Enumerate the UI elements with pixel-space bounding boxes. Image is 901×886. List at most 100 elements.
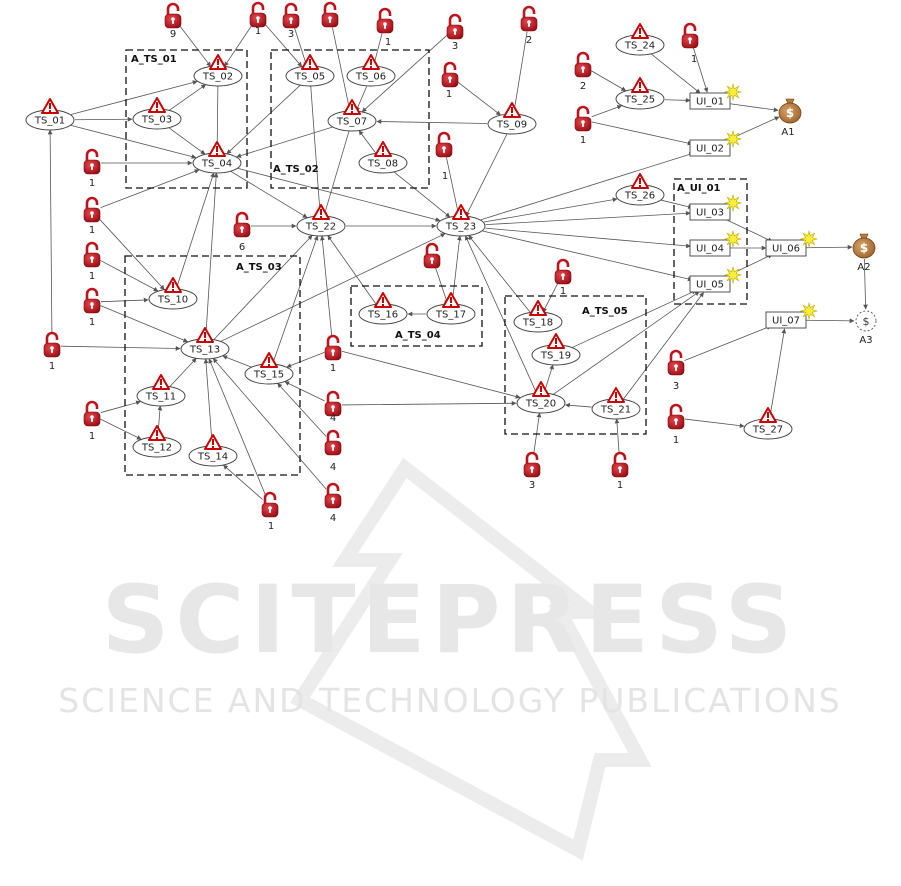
unlocked-padlock-l4b[interactable]: 4 bbox=[324, 429, 342, 473]
threat-node-ts_05[interactable]: TS_05 bbox=[285, 54, 335, 87]
unlocked-padlock-l9[interactable]: 9 bbox=[164, 2, 182, 40]
edge-TS_15-TS_22 bbox=[272, 235, 319, 365]
unlocked-padlock-l1h[interactable]: 1 bbox=[83, 241, 101, 282]
threat-node-ts_19[interactable]: TS_19 bbox=[531, 333, 581, 366]
unlocked-padlock-l1g[interactable]: 1 bbox=[83, 196, 101, 236]
unlocked-padlock-l1o[interactable]: 1 bbox=[554, 258, 572, 297]
unlocked-padlock-l1i[interactable]: 1 bbox=[83, 287, 101, 328]
threat-node-ts_23[interactable]: TS_23 bbox=[436, 204, 486, 237]
node-label: TS_06 bbox=[355, 72, 386, 83]
edge-TS_01-TS_04 bbox=[70, 125, 197, 159]
unlocked-padlock-l4a[interactable]: 4 bbox=[324, 390, 342, 424]
padlock-icon bbox=[324, 429, 342, 456]
edge-TS_07-TS_04 bbox=[236, 126, 333, 158]
group-box-a_ui_01 bbox=[673, 178, 748, 305]
threat-node-ts_04[interactable]: TS_04 bbox=[192, 141, 242, 174]
asset-a2[interactable]: $A2 bbox=[852, 233, 876, 273]
padlock-icon bbox=[423, 242, 441, 269]
unlocked-padlock-l1a[interactable]: 1 bbox=[249, 1, 267, 37]
threat-node-ts_21[interactable]: TS_21 bbox=[591, 387, 641, 420]
threat-node-ts_11[interactable]: TS_11 bbox=[136, 374, 186, 407]
unlocked-padlock-l2b[interactable]: 2 bbox=[574, 51, 592, 92]
node-label: UI_03 bbox=[696, 208, 724, 219]
threat-node-ts_10[interactable]: TS_10 bbox=[148, 277, 198, 310]
impact-node-ui_01[interactable]: UI_01 bbox=[689, 82, 743, 110]
threat-node-ts_18[interactable]: TS_18 bbox=[513, 300, 563, 333]
edge-TS_01-TS_03 bbox=[74, 116, 133, 122]
unlocked-padlock-l1p[interactable]: 1 bbox=[611, 451, 629, 491]
threat-node-ts_03[interactable]: TS_03 bbox=[132, 97, 182, 130]
threat-node-ts_06[interactable]: TS_06 bbox=[346, 54, 396, 87]
padlock-icon bbox=[574, 51, 592, 78]
threat-node-ts_01[interactable]: TS_01 bbox=[25, 98, 75, 131]
threat-node-ts_13[interactable]: TS_13 bbox=[180, 327, 230, 360]
threat-node-ts_09[interactable]: TS_09 bbox=[487, 102, 537, 135]
node-label: TS_15 bbox=[253, 370, 284, 381]
threat-node-ts_26[interactable]: TS_26 bbox=[615, 173, 665, 206]
unlocked-padlock-l1e[interactable]: 1 bbox=[435, 131, 453, 182]
asset-label: A3 bbox=[859, 335, 872, 346]
padlock-icon bbox=[441, 61, 459, 88]
watermark-subtitle: SCIENCE AND TECHNOLOGY PUBLICATIONS bbox=[58, 681, 841, 720]
unlocked-padlock-l3b[interactable]: 3 bbox=[446, 13, 464, 52]
unlocked-padlock-l1r[interactable]: 1 bbox=[574, 105, 592, 146]
unlocked-padlock-l1f[interactable]: 1 bbox=[83, 148, 101, 189]
threat-node-ts_08[interactable]: TS_08 bbox=[358, 141, 408, 174]
unlocked-padlock-l2a[interactable]: 2 bbox=[520, 5, 538, 46]
asset-a1[interactable]: $A1 bbox=[778, 98, 802, 138]
lock-count: 1 bbox=[255, 26, 261, 37]
edge-L1a-TS_02 bbox=[224, 24, 253, 67]
warning-icon bbox=[301, 54, 319, 70]
threat-node-ts_14[interactable]: TS_14 bbox=[188, 434, 238, 467]
threat-node-ts_15[interactable]: TS_15 bbox=[244, 352, 294, 385]
unlocked-padlock-l1b[interactable] bbox=[321, 1, 339, 28]
unlocked-padlock-l1l[interactable]: 1 bbox=[83, 400, 101, 442]
threat-node-ts_25[interactable]: TS_25 bbox=[615, 77, 665, 110]
unlocked-padlock-l3c[interactable]: 3 bbox=[523, 451, 541, 491]
impact-node-ui_03[interactable]: UI_03 bbox=[689, 193, 743, 221]
unlocked-padlock-l1n[interactable]: 1 bbox=[324, 334, 342, 374]
impact-node-ui_06[interactable]: UI_06 bbox=[765, 229, 819, 257]
threat-node-ts_16[interactable]: TS_16 bbox=[358, 292, 408, 325]
threat-node-ts_17[interactable]: TS_17 bbox=[426, 292, 476, 325]
unlocked-padlock-l3d[interactable]: 3 bbox=[667, 349, 685, 392]
unlocked-padlock-l1m[interactable]: 1 bbox=[261, 491, 279, 532]
unlocked-padlock-l1k[interactable] bbox=[423, 242, 441, 269]
unlocked-padlock-l3a[interactable]: 3 bbox=[282, 2, 300, 40]
edge-TS_25-UI_01 bbox=[664, 97, 691, 103]
starburst-icon bbox=[723, 265, 743, 285]
impact-node-ui_05[interactable]: UI_05 bbox=[689, 265, 743, 293]
edge-L1n-TS_22 bbox=[320, 235, 333, 338]
padlock-icon bbox=[435, 131, 453, 158]
edge-TS_04-TS_23 bbox=[237, 168, 441, 222]
unlocked-padlock-l1t[interactable]: 1 bbox=[667, 403, 685, 446]
node-label: TS_27 bbox=[752, 425, 783, 436]
threat-node-ts_02[interactable]: TS_02 bbox=[193, 54, 243, 87]
edge-TS_16-TS_22 bbox=[327, 235, 377, 305]
threat-node-ts_12[interactable]: TS_12 bbox=[132, 425, 182, 458]
unlocked-padlock-l1d[interactable]: 1 bbox=[441, 61, 459, 100]
unlocked-padlock-l4c[interactable]: 4 bbox=[324, 482, 342, 524]
lock-count: 2 bbox=[526, 35, 532, 46]
edge-TS_23-UI_02 bbox=[480, 152, 695, 221]
unlocked-padlock-l1q[interactable]: 1 bbox=[681, 22, 699, 65]
impact-node-ui_02[interactable]: UI_02 bbox=[689, 129, 743, 157]
asset-a3[interactable]: $A3 bbox=[855, 310, 877, 346]
threat-node-ts_27[interactable]: TS_27 bbox=[743, 407, 793, 440]
unlocked-padlock-l1j[interactable]: 1 bbox=[43, 331, 61, 372]
threat-node-ts_24[interactable]: TS_24 bbox=[615, 23, 665, 56]
edge-TS_23-UI_03 bbox=[485, 210, 691, 226]
unlocked-padlock-l6[interactable]: 6 bbox=[233, 211, 251, 253]
edge-L1l-TS_12 bbox=[100, 418, 142, 440]
threat-node-ts_22[interactable]: TS_22 bbox=[296, 204, 346, 237]
threat-node-ts_07[interactable]: TS_07 bbox=[327, 99, 377, 132]
node-label: TS_02 bbox=[202, 72, 233, 83]
threat-node-ts_20[interactable]: TS_20 bbox=[516, 381, 566, 414]
impact-node-ui_04[interactable]: UI_04 bbox=[689, 229, 743, 257]
edge-L9-TS_02 bbox=[179, 25, 212, 67]
node-label: TS_10 bbox=[157, 295, 188, 306]
edge-TS_09-TS_23 bbox=[465, 133, 508, 217]
impact-node-ui_07[interactable]: UI_07 bbox=[765, 301, 819, 329]
edge-TS_03-TS_02 bbox=[169, 84, 207, 111]
unlocked-padlock-l1c[interactable]: 1 bbox=[376, 7, 394, 48]
